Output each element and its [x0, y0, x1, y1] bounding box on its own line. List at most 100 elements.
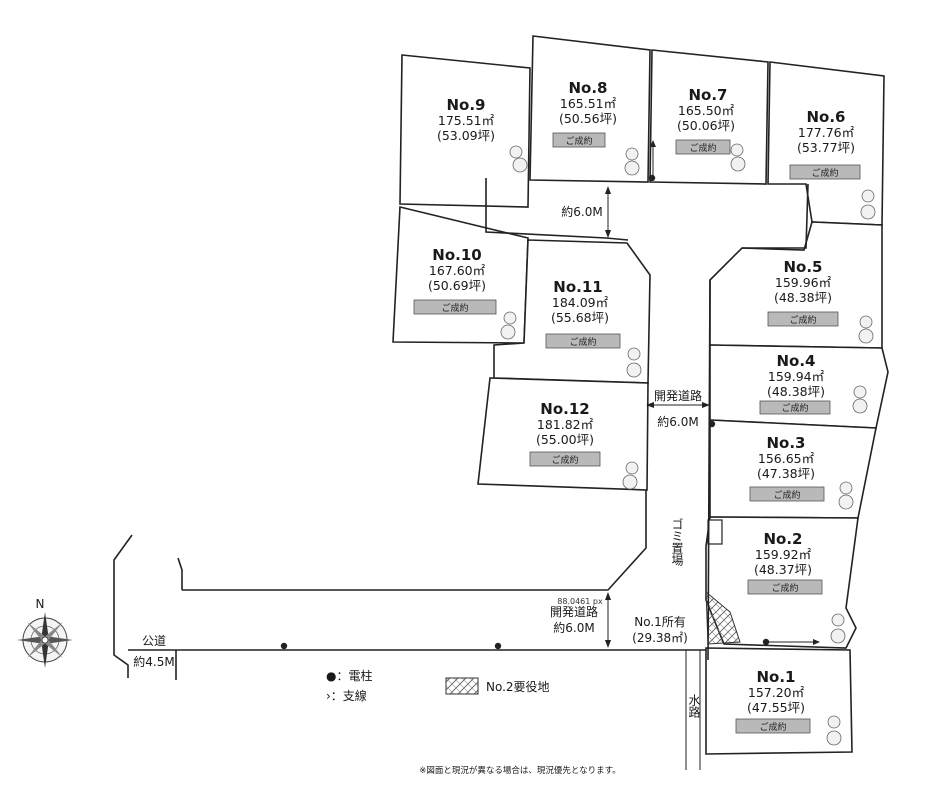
- sold-stamp: [749, 486, 825, 502]
- lot-area: 175.51㎡: [438, 113, 495, 128]
- lot-area-tsubo: (50.56坪): [559, 111, 617, 126]
- sold-stamp-text: ご成約: [771, 582, 798, 594]
- public-road-left: [113, 534, 133, 678]
- lot-area-tsubo: (48.37坪): [754, 562, 812, 577]
- utility-pole: [648, 174, 656, 182]
- compass-north-label: N: [36, 597, 45, 611]
- sold-stamp-text: ご成約: [789, 314, 816, 326]
- top-road-width: 約6.0M: [561, 204, 602, 219]
- dev-road-dimension: [646, 402, 710, 408]
- lot-area: 159.94㎡: [768, 369, 825, 384]
- lot-area-tsubo: (55.00坪): [536, 432, 594, 447]
- dev-road-width: 約6.0M: [657, 414, 698, 429]
- lot-name: No.1: [757, 668, 796, 686]
- legend-utility-pole: ●：電柱: [326, 668, 372, 683]
- lot-no9-label: No.9 175.51㎡ (53.09坪): [437, 96, 495, 143]
- lot-area-tsubo: (48.38坪): [767, 384, 825, 399]
- lot-area: 157.20㎡: [748, 685, 805, 700]
- sold-stamp: [413, 299, 497, 315]
- lot-name: No.8: [569, 79, 608, 97]
- sold-stamp-text: ご成約: [441, 302, 468, 314]
- tree-icon: [500, 143, 876, 746]
- sold-stamp: [735, 718, 811, 734]
- lot-name: No.2: [764, 530, 803, 548]
- lot-area-tsubo: (47.38坪): [757, 466, 815, 481]
- lot-area-tsubo: (55.68坪): [551, 310, 609, 325]
- lot-name: No.11: [553, 278, 602, 296]
- public-road-width: 約4.5M: [133, 654, 174, 669]
- garbage-label: ゴミ置場: [670, 517, 684, 567]
- sold-stamp-text: ご成約: [781, 402, 808, 414]
- lot-area: 165.51㎡: [560, 96, 617, 111]
- lot-no5-label: No.5 159.96㎡ (48.38坪) ご成約: [767, 258, 839, 327]
- sold-stamp-text: ご成約: [565, 135, 592, 147]
- public-road-right: [177, 557, 183, 590]
- lot-name: No.7: [689, 86, 728, 104]
- lot-area-tsubo: (48.38坪): [774, 290, 832, 305]
- sold-stamp: [552, 132, 606, 148]
- utility-pole: [762, 638, 770, 646]
- garbage-area-box: [707, 519, 723, 545]
- lot-area: 167.60㎡: [429, 263, 486, 278]
- legend-easement-swatch: [445, 677, 479, 695]
- lot-name: No.9: [447, 96, 486, 114]
- dev-road-label: 開発道路: [654, 388, 702, 403]
- sold-stamp: [747, 579, 823, 595]
- lot-area: 156.65㎡: [758, 451, 815, 466]
- lot-area: 177.76㎡: [798, 125, 855, 140]
- lot-no11-label: No.11 184.09㎡ (55.68坪) ご成約: [545, 278, 621, 349]
- bottom-dev-road-width: 約6.0M: [553, 620, 594, 635]
- dev-road-right-edge: [707, 279, 711, 661]
- no1-owned-label: No.1所有: [634, 615, 686, 629]
- sold-stamp-text: ご成約: [569, 336, 596, 348]
- top-road-outline-right: [742, 183, 809, 249]
- lot-name: No.10: [432, 246, 481, 264]
- utility-pole: [708, 420, 716, 428]
- legend-easement: No.2要役地: [486, 679, 550, 694]
- sold-stamp-text: ご成約: [759, 721, 786, 733]
- lot-no3-label: No.3 156.65㎡ (47.38坪) ご成約: [749, 434, 825, 502]
- lot-area: 184.09㎡: [552, 295, 609, 310]
- utility-pole: [280, 642, 288, 650]
- lot-area-tsubo: (50.06坪): [677, 118, 735, 133]
- lot-no7-label: No.7 165.50㎡ (50.06坪) ご成約: [675, 86, 735, 155]
- bottom-road-measure: 88.0461 px: [557, 597, 603, 606]
- sold-stamp-text: ご成約: [689, 142, 716, 154]
- lot-no1-label: No.1 157.20㎡ (47.55坪) ご成約: [735, 668, 811, 734]
- lot-name: No.3: [767, 434, 806, 452]
- sold-stamp: [789, 164, 861, 180]
- lot-no9[interactable]: [399, 54, 531, 208]
- bottom-dev-road-label: 開発道路: [550, 604, 598, 619]
- guy-wire-arrow-top: [650, 140, 656, 176]
- sold-stamp: [767, 311, 839, 327]
- top-road-outline: [485, 178, 629, 241]
- guy-wire-arrow-bottom: [766, 639, 820, 645]
- sold-stamp: [675, 139, 731, 155]
- lot-no6-label: No.6 177.76㎡ (53.77坪) ご成約: [789, 108, 861, 180]
- lot-area: 181.82㎡: [537, 417, 594, 432]
- utility-pole: [494, 642, 502, 650]
- lot-no8-label: No.8 165.51㎡ (50.56坪) ご成約: [552, 79, 617, 148]
- lot-area: 165.50㎡: [678, 103, 735, 118]
- lot-area-tsubo: (53.77坪): [797, 140, 855, 155]
- sold-stamp-text: ご成約: [811, 167, 838, 179]
- lot-name: No.5: [784, 258, 823, 276]
- waterway-label: 水路: [687, 694, 701, 719]
- sold-stamp: [759, 400, 831, 415]
- lot-no10-label: No.10 167.60㎡ (50.69坪) ご成約: [413, 246, 497, 315]
- lot-no12-label: No.12 181.82㎡ (55.00坪) ご成約: [529, 400, 601, 467]
- lot-area-tsubo: (50.69坪): [428, 278, 486, 293]
- lot-area-tsubo: (47.55坪): [747, 700, 805, 715]
- dev-road-left-edge: [182, 490, 647, 591]
- lot-name: No.4: [777, 352, 816, 370]
- lot-area: 159.96㎡: [775, 275, 832, 290]
- footnote: ※図面と現況が異なる場合は、現況優先となります。: [419, 765, 621, 776]
- easement-area: [705, 590, 741, 645]
- sold-stamp: [529, 451, 601, 467]
- top-road-dimension: [605, 186, 611, 238]
- lot-area: 159.92㎡: [755, 547, 812, 562]
- lot-no12[interactable]: [477, 377, 649, 491]
- lot-name: No.6: [807, 108, 846, 126]
- lot-no4-label: No.4 159.94㎡ (48.38坪) ご成約: [759, 352, 831, 415]
